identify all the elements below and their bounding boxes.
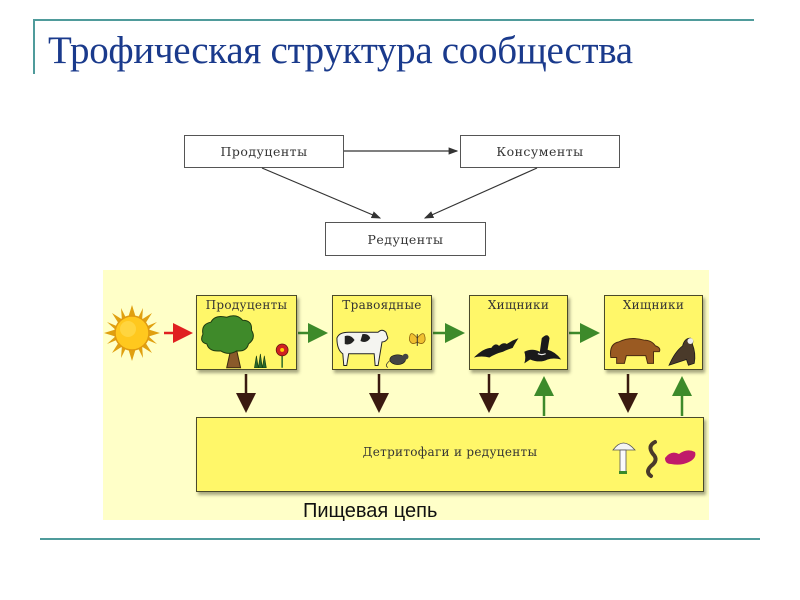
schema-box-reducers: Редуценты — [325, 222, 486, 256]
cow-icon — [336, 329, 389, 367]
swallow-icon — [524, 335, 562, 364]
schema-consumers-label: Консументы — [496, 144, 584, 159]
title-top-rule — [33, 19, 754, 21]
schema-reducers-label: Редуценты — [367, 231, 444, 247]
mushroom-icon — [612, 442, 636, 474]
food-chain-caption: Пищевая цепь — [303, 500, 438, 522]
arrow-consumers-to-reducers — [423, 167, 538, 219]
chain-level-label: Продуценты — [205, 298, 288, 312]
detritivores-box: Детритофаги и редуценты — [196, 417, 704, 492]
butterfly-icon — [409, 333, 426, 346]
tree-icon — [201, 315, 254, 369]
bat-icon — [473, 338, 519, 358]
chain-level-predators-2: Хищники — [604, 295, 703, 370]
bear-icon — [610, 338, 661, 364]
eagle-icon — [668, 337, 696, 366]
schema-box-consumers: Консументы — [460, 135, 620, 168]
mouse-icon — [385, 353, 409, 368]
arrow-producers-to-reducers — [261, 167, 382, 219]
footer-rule — [40, 538, 760, 540]
chain-level-herbivores: Травоядные — [332, 295, 432, 370]
detritivores-pictures — [612, 440, 696, 478]
chain-level-label: Хищники — [622, 298, 685, 312]
chain-level-label: Травоядные — [342, 298, 422, 312]
herbivores-pictures — [336, 329, 426, 368]
predators-1-pictures — [473, 335, 562, 364]
flower-icon — [275, 343, 289, 368]
producers-pictures — [201, 315, 289, 369]
bacteria-icon — [665, 450, 696, 465]
schema-box-producers: Продуценты — [184, 135, 344, 168]
slide-title: Трофическая структура сообщества — [48, 29, 633, 72]
earthworm-icon — [646, 440, 658, 478]
grass-icon — [254, 353, 267, 369]
predators-2-pictures — [610, 337, 696, 366]
sun-icon — [104, 305, 160, 361]
detritivores-label: Детритофаги и редуценты — [362, 445, 538, 459]
title-left-rule — [33, 19, 35, 74]
chain-level-producers: Продуценты — [196, 295, 297, 370]
chain-level-label: Хищники — [487, 298, 550, 312]
chain-level-predators-1: Хищники — [469, 295, 568, 370]
schema-producers-label: Продуценты — [220, 144, 308, 159]
